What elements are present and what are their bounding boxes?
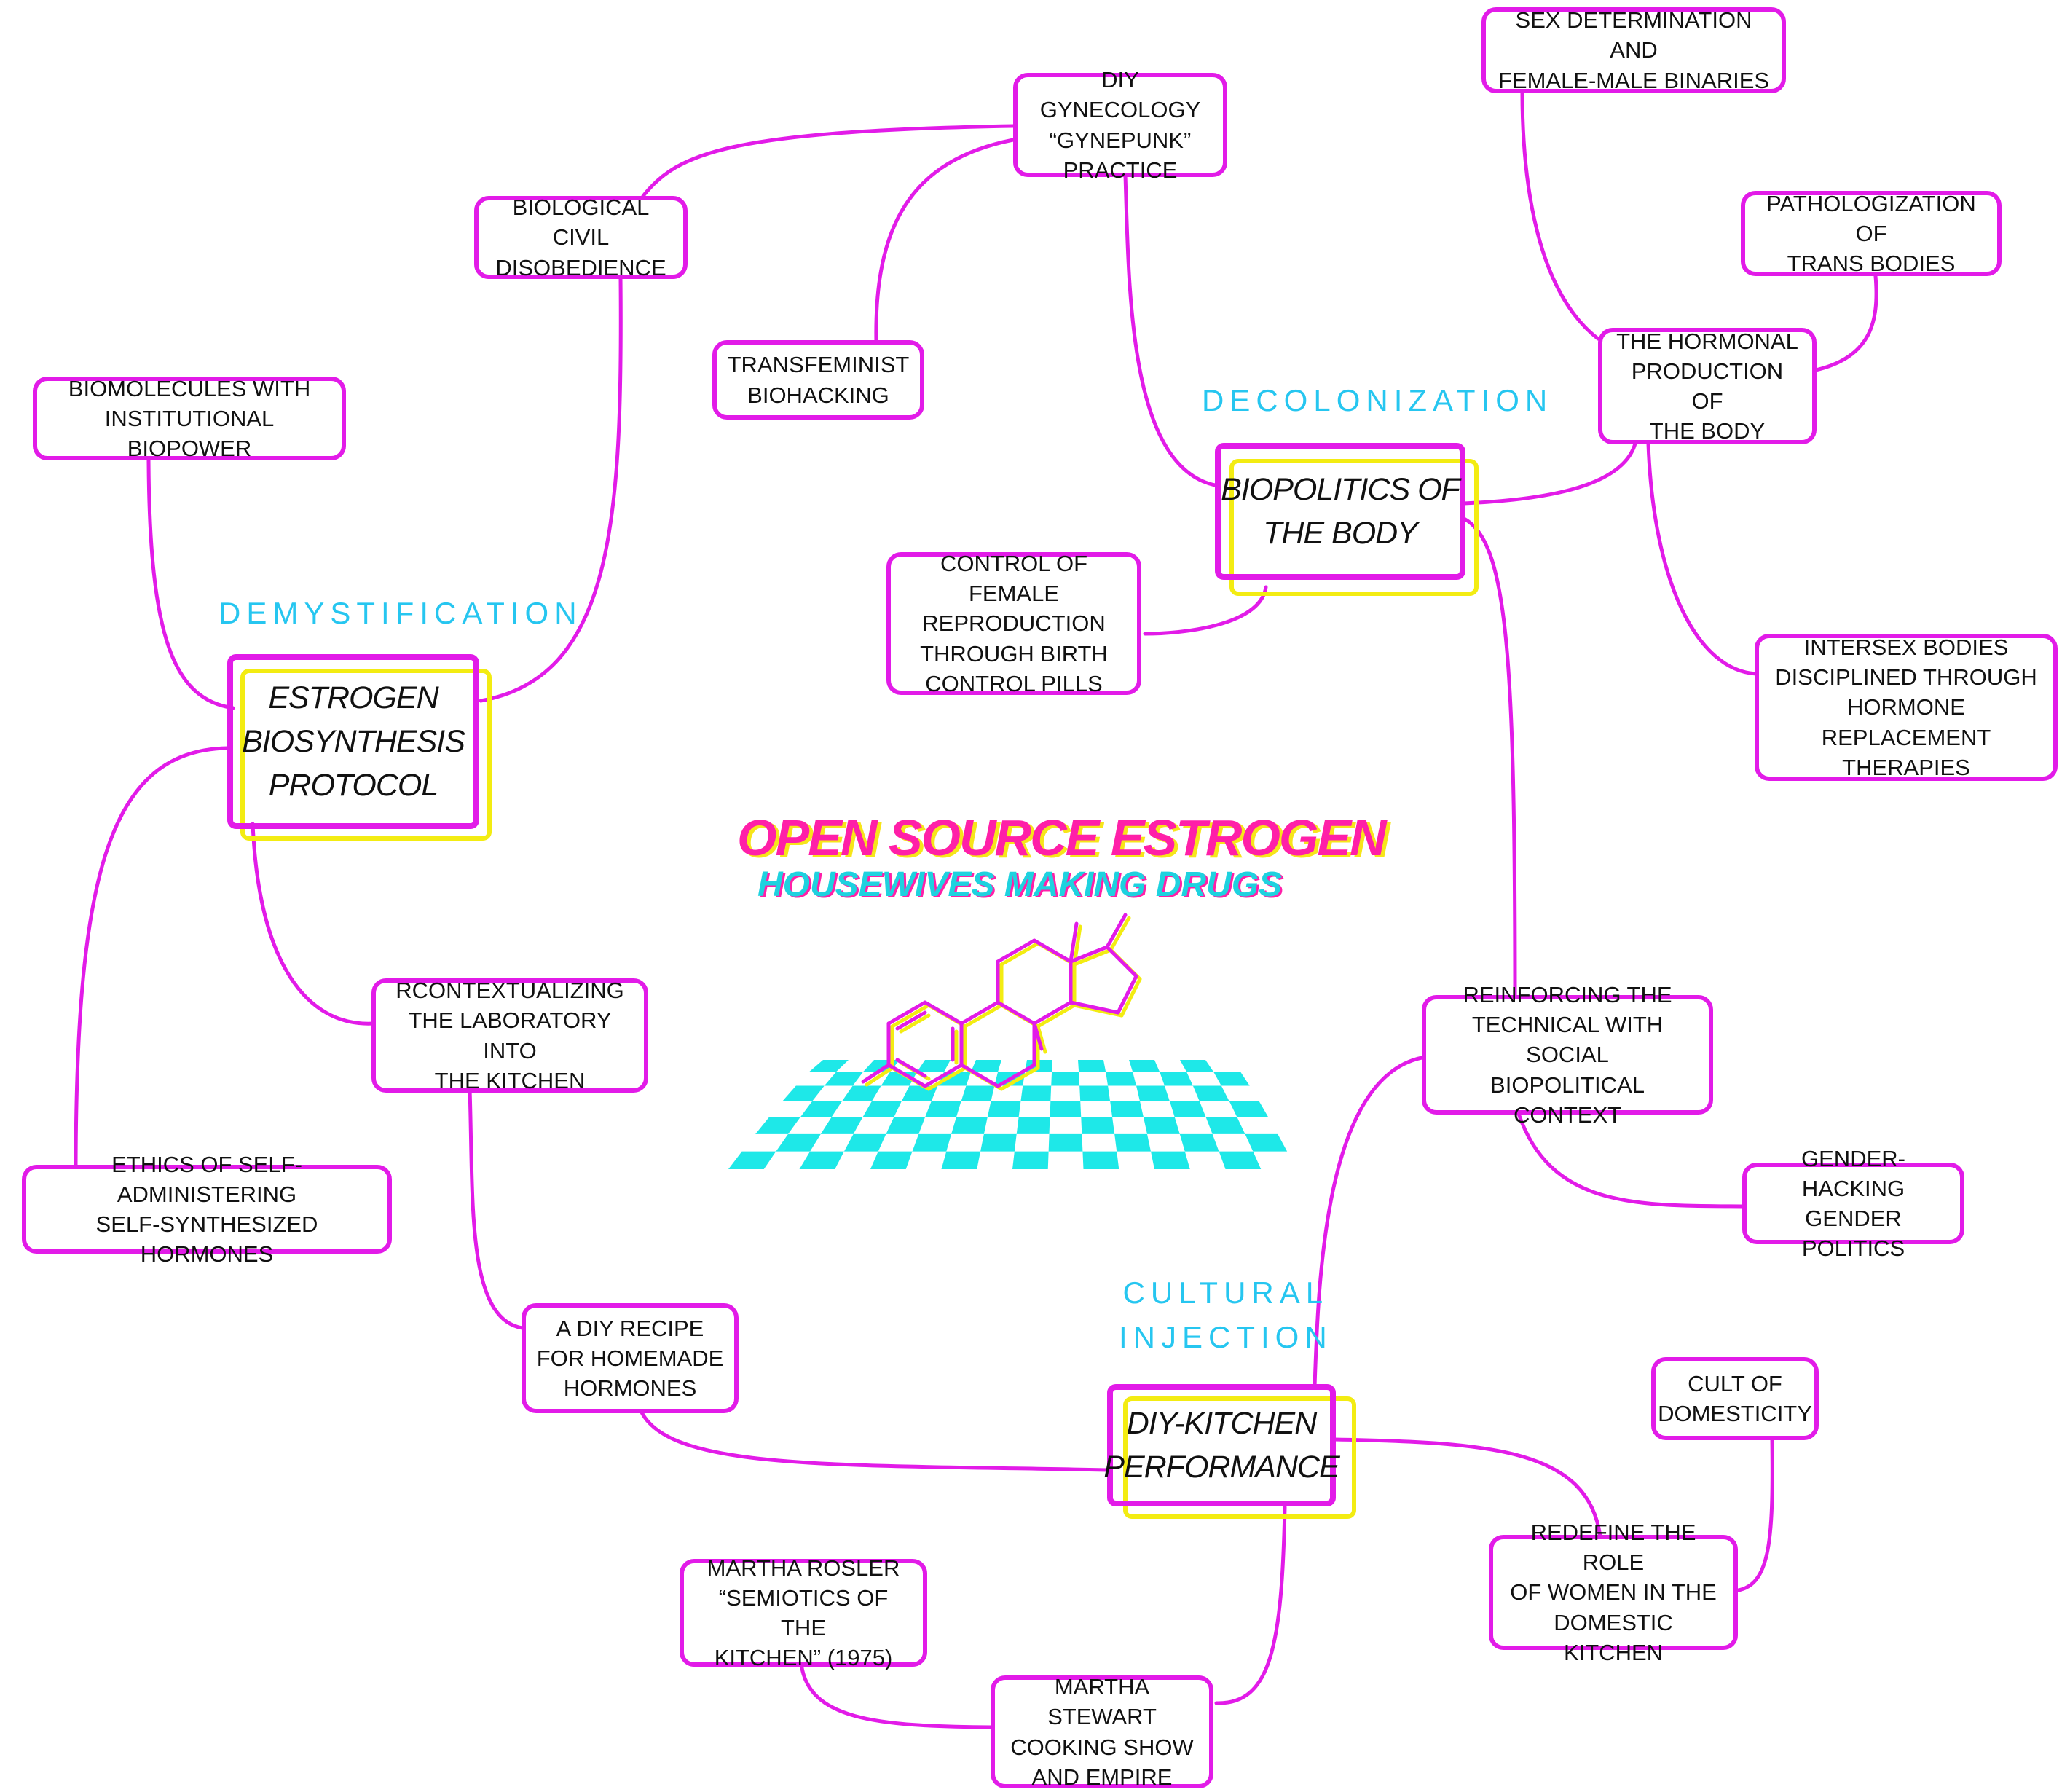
subtitle-housewives-making-drugs: HOUSEWIVES MAKING DRUGS (757, 865, 1283, 904)
checkerboard-floor (728, 1060, 1288, 1169)
node-pathologization-trans[interactable]: PATHOLOGIZATION OF TRANS BODIES (1741, 191, 2002, 276)
node-ethics-self-administering[interactable]: ETHICS OF SELF-ADMINISTERING SELF-SYNTHE… (22, 1152, 392, 1267)
category-decolonization: DECOLONIZATION (1202, 383, 1554, 417)
node-biological-civil-disobedience[interactable]: BIOLOGICAL CIVIL DISOBEDIENCE (474, 194, 688, 280)
node-cult-of-domesticity[interactable]: CULT OF DOMESTICITY (1651, 1357, 1819, 1440)
node-diy-gynecology[interactable]: DIY GYNECOLOGY “GYNEPUNK” PRACTICE (1013, 67, 1227, 183)
node-biomolecules-biopower[interactable]: BIOMOLECULES WITH INSTITUTIONAL BIOPOWER (33, 376, 346, 461)
connector-estrogen-ethics (74, 746, 229, 1168)
main-node-estrogen-biosynthesis[interactable]: ESTROGEN BIOSYNTHESIS PROTOCOL (227, 654, 479, 829)
connector-biological-civil-gynecology (641, 124, 1015, 198)
main-node-diy-kitchen-performance[interactable]: DIY-KITCHEN PERFORMANCE (1103, 1384, 1340, 1506)
node-martha-rosler[interactable]: MARTHA ROSLER “SEMIOTICS OF THE KITCHEN”… (680, 1555, 927, 1670)
node-martha-stewart[interactable]: MARTHA STEWART COOKING SHOW AND EMPIRE (991, 1674, 1213, 1790)
connector-diykitchen-stewart (1214, 1505, 1287, 1705)
node-rcontextualizing-laboratory[interactable]: RCONTEXTUALIZING THE LABORATORY INTO THE… (371, 978, 648, 1093)
connector-reinforcing-diykitchen (1313, 1056, 1424, 1388)
connector-biopolitics-hormonal (1462, 441, 1637, 506)
connector-recipe-diykitchen (639, 1409, 1109, 1472)
main-node-biopolitics-of-the-body[interactable]: BIOPOLITICS OF THE BODY (1215, 443, 1465, 580)
connector-estrogen-rcontext (251, 822, 376, 1026)
node-reinforcing-technical[interactable]: REINFORCING THE TECHNICAL WITH SOCIAL BI… (1422, 982, 1713, 1128)
node-control-female-reproduction[interactable]: CONTROL OF FEMALE REPRODUCTION THROUGH B… (886, 551, 1141, 696)
steroid-skeleton (861, 913, 1142, 1091)
connector-diykitchen-redefine (1332, 1437, 1602, 1538)
connector-biopolitics-control (1143, 585, 1268, 636)
node-diy-recipe[interactable]: A DIY RECIPE FOR HOMEMADE HORMONES (522, 1303, 739, 1413)
connector-rcontext-recipe (468, 1088, 524, 1330)
node-hormonal-production[interactable]: THE HORMONAL PRODUCTION OF THE BODY (1598, 328, 1817, 444)
node-intersex-bodies[interactable]: INTERSEX BODIES DISCIPLINED THROUGH HORM… (1755, 634, 2058, 781)
connector-reinforcing-gender (1516, 1112, 1746, 1209)
connector-biopolitics-reinforcing (1460, 516, 1517, 999)
estrogen-highlight (240, 669, 492, 841)
biopolitics-highlight (1229, 459, 1479, 596)
node-transfeminist-biohacking[interactable]: TRANSFEMINIST BIOHACKING (712, 340, 924, 420)
title-open-source-estrogen: OPEN SOURCE ESTROGEN (737, 809, 1387, 866)
connector-hormonal-intersex (1646, 441, 1758, 676)
connector-hormonal-sex (1520, 90, 1600, 341)
connector-gynecology-biopolitics (1123, 173, 1217, 487)
diykitchen-highlight (1123, 1396, 1356, 1519)
estrogen-molecule-illustration (728, 913, 1288, 1169)
connector-estrogen-biological-civil (479, 275, 623, 703)
category-cultural-injection: CULTURAL INJECTION (1119, 1276, 1333, 1354)
category-demystification: DEMYSTIFICATION (219, 596, 583, 630)
connector-cult-redefine (1731, 1437, 1774, 1593)
connector-gynecology-transfeminist (874, 138, 1015, 345)
node-sex-determination[interactable]: SEX DETERMINATION AND FEMALE-MALE BINARI… (1481, 7, 1786, 93)
connector-hormonal-pathologization (1814, 274, 1878, 372)
connector-estrogen-biomolecules (146, 457, 235, 710)
connector-stewart-rosler (799, 1662, 994, 1729)
node-gender-hacking[interactable]: GENDER-HACKING GENDER POLITICS (1742, 1146, 1964, 1261)
node-redefine-role-women[interactable]: REDEFINE THE ROLE OF WOMEN IN THE DOMEST… (1489, 1520, 1738, 1665)
